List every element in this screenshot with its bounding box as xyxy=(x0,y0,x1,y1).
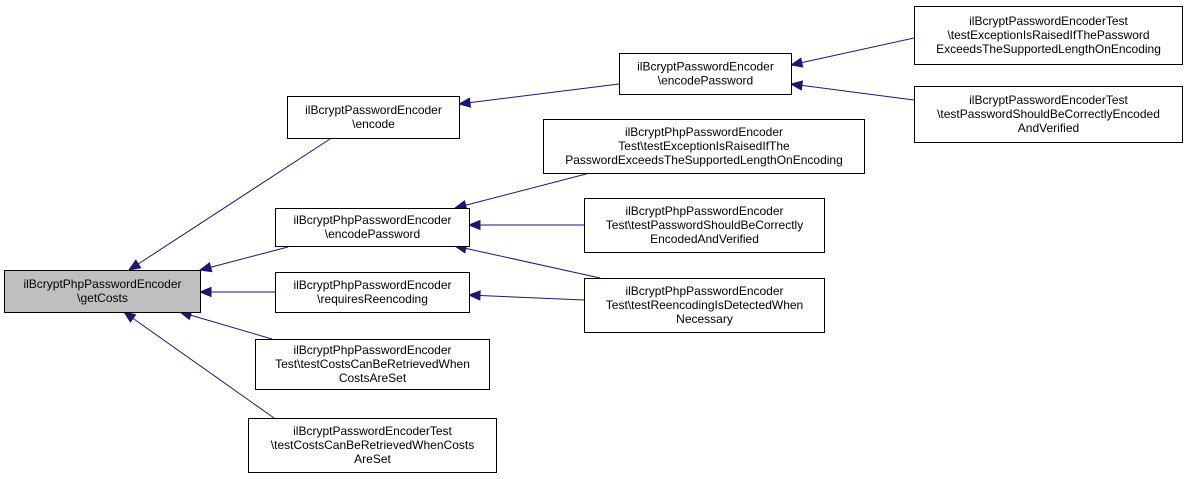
node-label-line: Test\testExceptionIsRaisedIfThe xyxy=(618,139,790,153)
node-label-line: ilBcryptPhpPasswordEncoder xyxy=(625,125,783,139)
arrowhead-icon xyxy=(198,262,213,273)
nodes-layer: ilBcryptPhpPasswordEncoder\getCostsilBcr… xyxy=(4,6,1183,473)
edge-line xyxy=(132,317,275,419)
node-label-line: ilBcryptPhpPasswordEncoder xyxy=(625,204,783,218)
node-phpTestCosts[interactable]: ilBcryptPhpPasswordEncoderTest\testCosts… xyxy=(255,339,490,390)
node-label-line: ilBcryptPhpPasswordEncoder xyxy=(23,277,181,291)
node-phpTestCorrect[interactable]: ilBcryptPhpPasswordEncoderTest\testPassw… xyxy=(584,198,825,253)
node-box[interactable] xyxy=(584,198,825,253)
node-encode[interactable]: ilBcryptPasswordEncoder\encode xyxy=(287,96,460,139)
node-label-line: ilBcryptPasswordEncoder xyxy=(305,103,442,117)
node-requiresReencoding[interactable]: ilBcryptPhpPasswordEncoder\requiresReenc… xyxy=(275,272,470,313)
arrowhead-icon xyxy=(789,57,804,68)
arrowhead-icon xyxy=(198,286,212,298)
edge-phpTestCorrect-to-phpEncodePassword xyxy=(467,219,584,231)
arrowhead-icon xyxy=(789,80,804,91)
arrowhead-icon xyxy=(457,97,472,108)
edge-phpEncodePassword-to-getCosts xyxy=(198,246,289,273)
node-box[interactable] xyxy=(275,208,470,247)
node-testCorrect[interactable]: ilBcryptPasswordEncoderTest\testPassword… xyxy=(914,86,1183,143)
arrowhead-icon xyxy=(467,290,481,301)
node-label-line: \testPasswordShouldBeCorrectlyEncoded xyxy=(937,107,1160,121)
node-label-line: \getCosts xyxy=(77,291,128,305)
node-box[interactable] xyxy=(255,339,490,390)
node-label-line: \encode xyxy=(352,117,395,131)
node-label-line: \testExceptionIsRaisedIfThePassword xyxy=(947,28,1149,42)
edge-line xyxy=(465,172,591,206)
node-label-line: CostsAreSet xyxy=(339,371,407,385)
edge-encode-to-getCosts xyxy=(127,138,331,271)
edge-encodePassword-to-encode xyxy=(457,83,620,108)
node-box[interactable] xyxy=(275,272,470,313)
edge-line xyxy=(137,138,331,265)
node-label-line: ilBcryptPhpPasswordEncoder xyxy=(293,213,451,227)
node-label-line: \encodePassword xyxy=(658,74,753,88)
edge-testCosts-to-getCosts xyxy=(122,311,275,419)
node-box[interactable] xyxy=(4,270,201,313)
edge-phpTestException-to-phpEncodePassword xyxy=(453,172,591,211)
edge-line xyxy=(465,247,601,279)
node-getCosts[interactable]: ilBcryptPhpPasswordEncoder\getCosts xyxy=(4,270,201,313)
node-label-line: AndVerified xyxy=(1018,121,1079,135)
edge-phpTestReencoding-to-phpEncodePassword xyxy=(453,243,601,279)
edge-requiresReencoding-to-getCosts xyxy=(198,286,275,298)
node-label-line: ExceedsTheSupportedLengthOnEncoding xyxy=(936,42,1161,56)
node-box[interactable] xyxy=(619,53,792,95)
node-phpTestException[interactable]: ilBcryptPhpPasswordEncoderTest\testExcep… xyxy=(543,119,865,174)
edge-testCorrect-to-encodePassword xyxy=(789,80,915,101)
node-encodePassword[interactable]: ilBcryptPasswordEncoder\encodePassword xyxy=(619,53,792,95)
node-box[interactable] xyxy=(914,6,1183,65)
node-label-line: \testCostsCanBeRetrievedWhenCosts xyxy=(271,438,474,452)
edge-line xyxy=(801,84,915,101)
edge-line xyxy=(210,246,289,268)
node-label-line: AreSet xyxy=(354,452,391,466)
node-box[interactable] xyxy=(287,96,460,139)
node-label-line: ilBcryptPhpPasswordEncoder xyxy=(293,278,451,292)
arrowhead-icon xyxy=(127,259,142,271)
node-label-line: Test\testCostsCanBeRetrievedWhen xyxy=(275,357,470,371)
node-label-line: ilBcryptPasswordEncoder xyxy=(637,60,774,74)
node-label-line: ilBcryptPasswordEncoderTest xyxy=(293,424,452,438)
edge-line xyxy=(469,83,620,104)
edge-phpTestReencoding-to-requiresReencoding xyxy=(467,290,585,301)
edge-phpTestCosts-to-getCosts xyxy=(178,310,273,340)
node-label-line: PasswordExceedsTheSupportedLengthOnEncod… xyxy=(565,153,843,167)
node-testException[interactable]: ilBcryptPasswordEncoderTest\testExceptio… xyxy=(914,6,1183,65)
node-label-line: ilBcryptPhpPasswordEncoder xyxy=(625,284,783,298)
edge-testException-to-encodePassword xyxy=(789,37,915,68)
edge-line xyxy=(801,37,915,64)
arrowhead-icon xyxy=(122,311,137,323)
node-label-line: ilBcryptPasswordEncoderTest xyxy=(969,93,1128,107)
node-label-line: Test\testReencodingIsDetectedWhen xyxy=(606,298,803,312)
node-label-line: \requiresReencoding xyxy=(317,292,428,306)
node-phpTestReencoding[interactable]: ilBcryptPhpPasswordEncoderTest\testReenc… xyxy=(584,278,825,333)
arrowhead-icon xyxy=(467,219,481,231)
edge-line xyxy=(479,294,585,301)
node-box[interactable] xyxy=(543,119,865,174)
node-label-line: EncodedAndVerified xyxy=(650,232,759,246)
node-box[interactable] xyxy=(584,278,825,333)
node-label-line: ilBcryptPhpPasswordEncoder xyxy=(293,343,451,357)
node-box[interactable] xyxy=(914,86,1183,143)
node-phpEncodePassword[interactable]: ilBcryptPhpPasswordEncoder\encodePasswor… xyxy=(275,208,470,247)
node-label-line: Test\testPasswordShouldBeCorrectly xyxy=(606,218,803,232)
node-label-line: Necessary xyxy=(676,312,733,326)
node-box[interactable] xyxy=(248,418,497,473)
node-testCosts[interactable]: ilBcryptPasswordEncoderTest\testCostsCan… xyxy=(248,418,497,473)
edge-line xyxy=(190,314,273,340)
node-label-line: \encodePassword xyxy=(325,227,420,241)
node-label-line: ilBcryptPasswordEncoderTest xyxy=(969,14,1128,28)
